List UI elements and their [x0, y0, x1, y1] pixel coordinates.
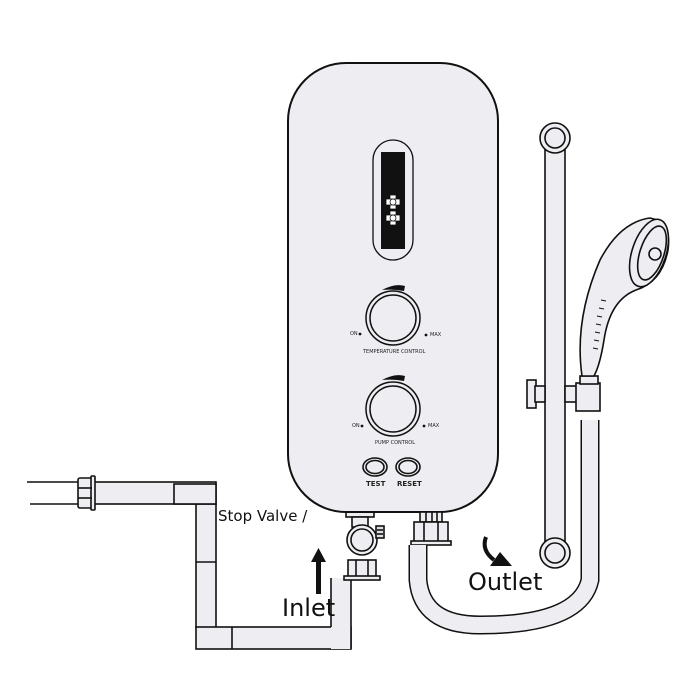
on-dot	[358, 332, 362, 336]
shower-head	[579, 217, 670, 377]
cross-indicator-icon	[385, 210, 401, 226]
outlet-arrow-icon	[482, 536, 512, 566]
inlet-arrow-icon	[311, 548, 326, 594]
stop-valve-label: Stop Valve /	[218, 507, 308, 525]
pump-max-label: MAX	[428, 423, 440, 429]
temperature-arrow-icon	[382, 285, 405, 291]
temperature-on-label: ON	[350, 331, 358, 337]
temperature-control-dial[interactable]	[358, 285, 428, 346]
pump-control-label: PUMP CONTROL	[375, 440, 416, 446]
cross-indicator-icon	[385, 194, 401, 210]
riser-rail	[526, 122, 601, 569]
stop-valve	[343, 511, 385, 581]
temperature-max-label: MAX	[430, 332, 442, 338]
temperature-control-label: TEMPERATURE CONTROL	[363, 349, 426, 355]
max-dot	[422, 424, 426, 428]
inlet-label: Inlet	[282, 594, 336, 622]
test-button-label: TEST	[366, 480, 386, 488]
reset-button[interactable]	[395, 457, 421, 477]
test-button[interactable]	[362, 457, 388, 477]
outlet-fitting	[410, 511, 452, 546]
inlet-pipe	[27, 475, 352, 650]
reset-button-label: RESET	[397, 480, 422, 488]
pump-arrow-icon	[382, 375, 405, 381]
heater-unit	[287, 62, 499, 513]
outlet-label: Outlet	[468, 568, 543, 596]
pump-on-label: ON	[352, 423, 360, 429]
on-dot	[360, 424, 364, 428]
max-dot	[424, 333, 428, 337]
pump-control-dial[interactable]	[360, 375, 426, 437]
